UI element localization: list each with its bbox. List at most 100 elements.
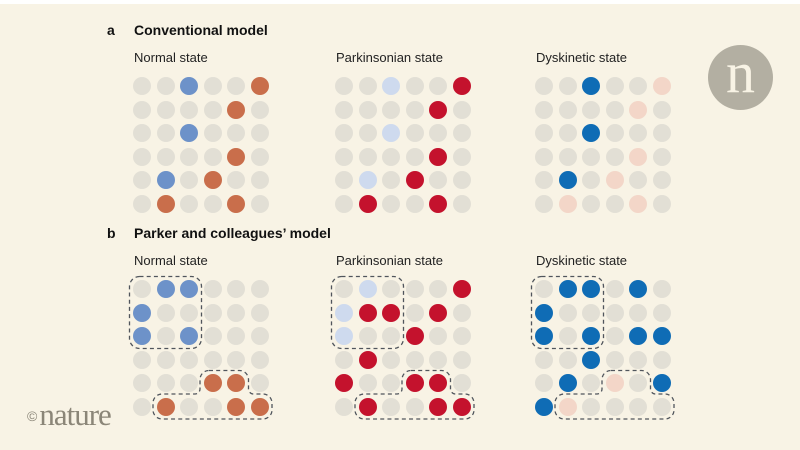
- neuron-grid-a-parkinsonian: [335, 77, 471, 213]
- neuron-dot: [156, 100, 175, 119]
- neuron-dot: [582, 303, 600, 322]
- neuron-dot: [605, 374, 624, 392]
- neuron-dot: [629, 147, 647, 166]
- neuron-dot: [652, 194, 671, 213]
- neuron-dot: [582, 100, 600, 119]
- neuron-dot: [452, 350, 471, 369]
- neuron-dot: [358, 327, 377, 345]
- neuron-dot: [605, 147, 624, 166]
- neuron-dot: [180, 147, 198, 166]
- neuron-dot: [429, 124, 447, 142]
- neuron-dot: [203, 280, 222, 298]
- neuron-dot: [335, 280, 353, 298]
- neuron-dot: [629, 124, 647, 142]
- neuron-dot: [582, 171, 600, 189]
- neuron-dot: [133, 100, 151, 119]
- neuron-dot: [180, 350, 198, 369]
- neuron-dot: [335, 100, 353, 119]
- nature-wordmark: ©nature: [27, 399, 112, 430]
- neuron-dot: [180, 100, 198, 119]
- neuron-dot: [405, 100, 424, 119]
- neuron-dot: [452, 194, 471, 213]
- neuron-dot: [405, 327, 424, 345]
- neuron-dot: [558, 124, 577, 142]
- neuron-dot: [629, 171, 647, 189]
- state-label-a-dyskinetic: Dyskinetic state: [536, 50, 628, 65]
- neuron-dot: [133, 194, 151, 213]
- neuron-dot: [452, 327, 471, 345]
- neuron-dot: [605, 327, 624, 345]
- neuron-dot: [250, 194, 269, 213]
- neuron-dot: [429, 374, 447, 392]
- neuron-dot: [405, 397, 424, 416]
- neuron-dot: [558, 303, 577, 322]
- neuron-dot: [429, 171, 447, 189]
- neuron-dot: [629, 327, 647, 345]
- neuron-dot: [535, 124, 553, 142]
- neuron-dot: [250, 124, 269, 142]
- neuron-dot: [156, 327, 175, 345]
- neuron-dot: [605, 171, 624, 189]
- neuron-dot: [558, 171, 577, 189]
- neuron-dot: [180, 374, 198, 392]
- neuron-dot: [180, 303, 198, 322]
- neuron-grid-b-normal: [128, 275, 273, 420]
- neuron-dot: [358, 194, 377, 213]
- neuron-dot: [535, 303, 553, 322]
- neuron-dot: [203, 303, 222, 322]
- neuron-dot: [133, 147, 151, 166]
- neuron-dot: [180, 77, 198, 95]
- neuron-dot: [429, 280, 447, 298]
- neuron-dot: [582, 147, 600, 166]
- neuron-dot: [558, 280, 577, 298]
- neuron-dot: [582, 280, 600, 298]
- neuron-dot: [535, 397, 553, 416]
- neuron-dot: [405, 171, 424, 189]
- neuron-dot: [382, 100, 400, 119]
- neuron-dot: [405, 194, 424, 213]
- neuron-dot: [405, 350, 424, 369]
- neuron-dot: [180, 194, 198, 213]
- neuron-dot: [629, 374, 647, 392]
- neuron-dot: [227, 350, 245, 369]
- neuron-dot: [156, 194, 175, 213]
- neuron-dot: [382, 303, 400, 322]
- neuron-dot: [582, 194, 600, 213]
- neuron-dot: [629, 397, 647, 416]
- neuron-dot: [652, 280, 671, 298]
- neuron-dot: [382, 77, 400, 95]
- neuron-dot: [156, 77, 175, 95]
- neuron-dot: [335, 194, 353, 213]
- neuron-grid-a-dyskinetic: [535, 77, 671, 213]
- state-label-b-parkinsonian: Parkinsonian state: [336, 253, 443, 268]
- state-label-b-normal: Normal state: [134, 253, 208, 268]
- neuron-dot: [203, 124, 222, 142]
- neuron-dot: [358, 374, 377, 392]
- neuron-dot: [652, 374, 671, 392]
- neuron-dot: [452, 397, 471, 416]
- panel-a-label: a: [107, 22, 115, 38]
- neuron-dot: [558, 397, 577, 416]
- neuron-dot: [203, 374, 222, 392]
- neuron-dot: [535, 100, 553, 119]
- neuron-dot: [133, 280, 151, 298]
- neuron-dot: [358, 397, 377, 416]
- neuron-dot: [250, 327, 269, 345]
- neuron-dot: [203, 350, 222, 369]
- neuron-dot: [429, 77, 447, 95]
- neuron-dot: [429, 397, 447, 416]
- neuron-dot: [203, 327, 222, 345]
- neuron-grid-b-parkinsonian: [330, 275, 475, 420]
- neuron-dot: [558, 327, 577, 345]
- neuron-dot: [358, 350, 377, 369]
- neuron-dot: [335, 350, 353, 369]
- neuron-dot: [180, 124, 198, 142]
- neuron-dot: [358, 124, 377, 142]
- neuron-dot: [382, 374, 400, 392]
- neuron-grid-b-dyskinetic: [530, 275, 675, 420]
- neuron-dot: [180, 397, 198, 416]
- neuron-dot: [558, 350, 577, 369]
- neuron-dot: [203, 147, 222, 166]
- neuron-dot: [382, 194, 400, 213]
